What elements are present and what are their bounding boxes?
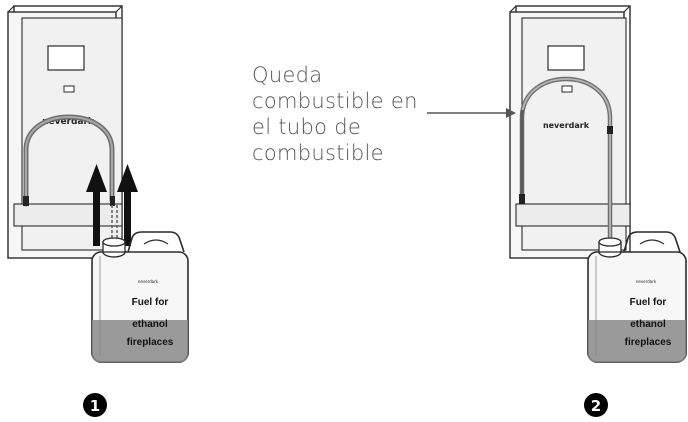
step-number-1: 1	[90, 397, 100, 415]
annotation-line-4: combustible	[252, 141, 384, 165]
annotation-text: Queda combustible en el tubo de combusti…	[252, 62, 427, 166]
step-badge-2: 2	[584, 393, 608, 417]
brand-logo-1: neverdark	[42, 117, 95, 127]
canister-label-line-1: Fuel for	[630, 297, 667, 308]
canister-label-line-3: fireplaces	[127, 337, 174, 348]
canister-logo-2: neverdark	[636, 279, 657, 284]
canister-label-line-3: fireplaces	[625, 337, 672, 348]
up-arrow-icon	[86, 164, 107, 246]
canister-label-line-2: ethanol	[132, 319, 168, 330]
fuel-canister-2: neverdark Fuel for ethanol fireplaces	[587, 231, 687, 363]
fireplace-unit-1: neverdark	[7, 5, 138, 346]
annotation-line-2: combustible en	[252, 89, 418, 113]
fuel-canister-1: neverdark Fuel for ethanol fireplaces	[91, 231, 189, 363]
brand-logo-2: neverdark	[543, 121, 590, 130]
canister-label-line-2: ethanol	[630, 319, 666, 330]
display-window-2	[547, 45, 585, 71]
annotation-pointer	[427, 108, 516, 118]
canister-label-line-1: Fuel for	[132, 297, 169, 308]
step-badge-1: 1	[83, 393, 107, 417]
fireplace-unit-2: neverdark	[509, 5, 631, 346]
annotation-line-1: Queda	[252, 63, 323, 87]
display-window-1	[47, 45, 85, 71]
step-number-2: 2	[591, 397, 601, 415]
annotation-line-3: el tubo de	[252, 115, 362, 139]
up-arrow-icon	[117, 164, 138, 246]
canister-logo-1: neverdark	[138, 279, 159, 284]
